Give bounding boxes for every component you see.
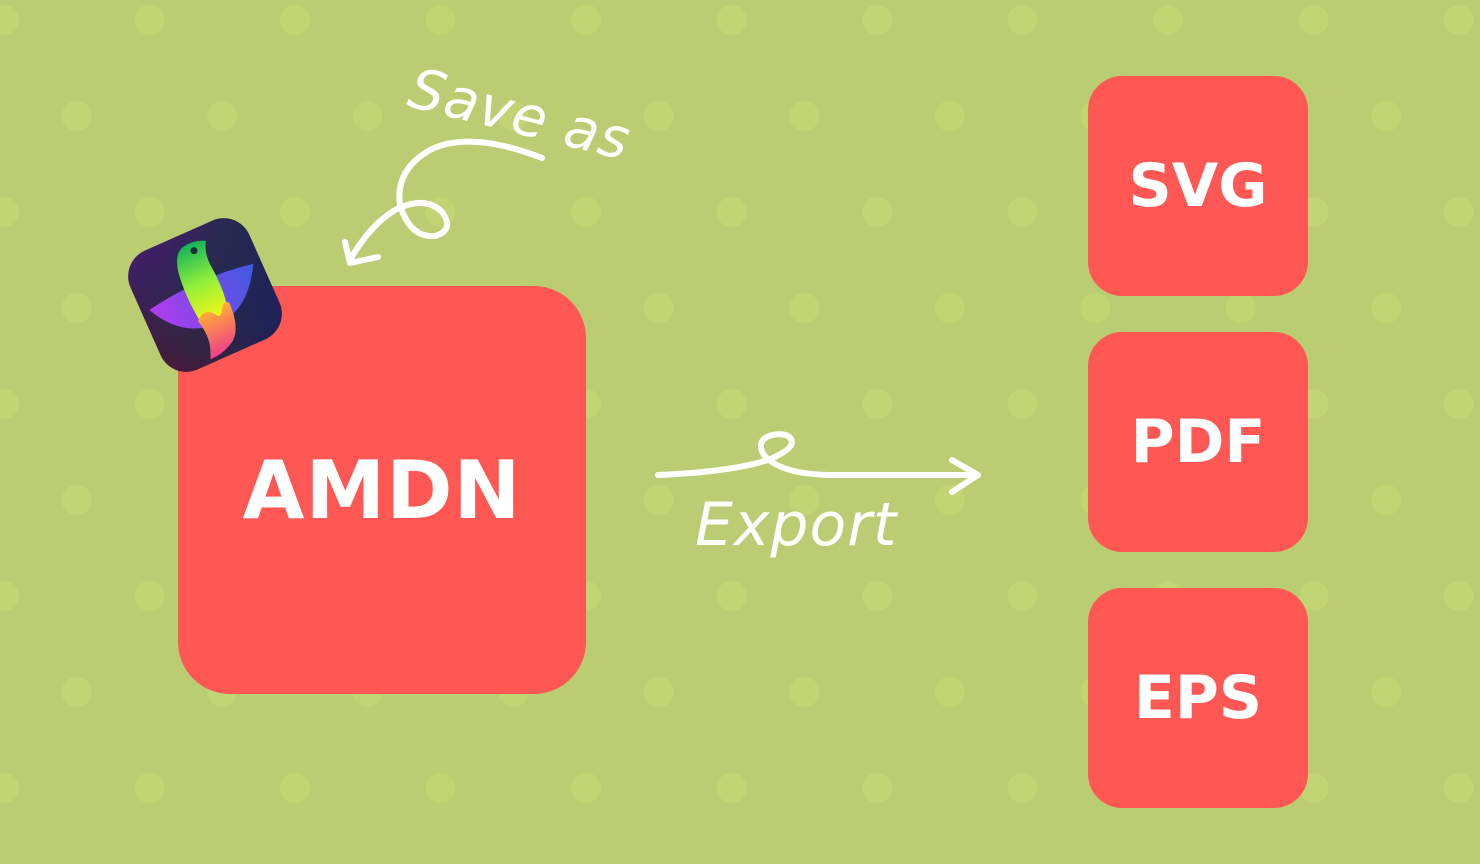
eps-label: EPS — [1133, 663, 1263, 733]
svg-format-box: SVG — [1088, 76, 1308, 296]
pdf-format-box: PDF — [1088, 332, 1308, 552]
amdn-label: AMDN — [242, 443, 522, 537]
export-label: Export — [695, 490, 898, 560]
amdn-file-box: AMDN — [178, 286, 586, 694]
parrot-app-icon — [128, 218, 282, 372]
svg-label: SVG — [1128, 151, 1268, 221]
pdf-label: PDF — [1130, 407, 1266, 477]
eps-format-box: EPS — [1088, 588, 1308, 808]
